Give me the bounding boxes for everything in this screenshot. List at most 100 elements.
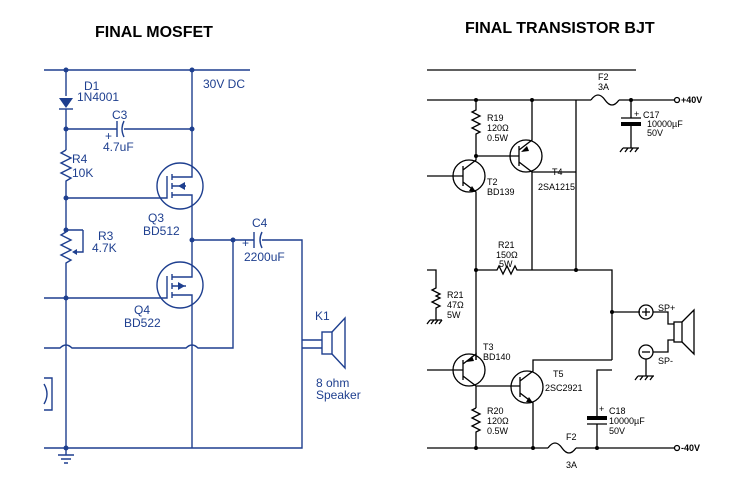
c18-bottom-plate bbox=[587, 423, 607, 448]
r3-wiper-arrow bbox=[72, 249, 77, 255]
k1-value-line2: Speaker bbox=[316, 388, 361, 402]
c4-output-wires bbox=[192, 239, 303, 449]
q3-value: BD512 bbox=[143, 224, 180, 238]
sp-plus-label: SP+ bbox=[658, 303, 675, 313]
c3-value: 4.7uF bbox=[103, 140, 134, 154]
r20-resistor bbox=[470, 407, 482, 448]
f2-top-ref: F2 bbox=[598, 72, 609, 82]
c17-top-plate bbox=[621, 100, 641, 119]
bjt-circuit: FINAL TRANSISTOR BJT F2 3A +40V C17 1000… bbox=[426, 20, 702, 470]
r21-top-value: 150Ω bbox=[496, 250, 518, 260]
plus-rail-label: +40V bbox=[681, 95, 702, 105]
c17-plus: + bbox=[634, 109, 639, 119]
q4-value: BD522 bbox=[124, 316, 161, 330]
r19-value: 120Ω bbox=[487, 123, 509, 133]
t3-value: BD140 bbox=[483, 352, 511, 362]
f2-top-value: 3A bbox=[598, 82, 609, 92]
t3-ref: T3 bbox=[483, 342, 494, 352]
speaker-icon bbox=[673, 308, 695, 356]
t4-value: 2SA1215 bbox=[538, 182, 575, 192]
r20-power: 0.5W bbox=[487, 426, 509, 436]
r19-ref: R19 bbox=[487, 113, 504, 123]
c17-value: 10000µF bbox=[647, 119, 683, 129]
r21-top-resistor bbox=[476, 264, 576, 276]
c18-wire bbox=[596, 369, 612, 416]
r3-resistor bbox=[59, 231, 73, 300]
c18-value: 10000µF bbox=[609, 416, 645, 426]
t4-transistor-symbol bbox=[509, 100, 576, 270]
f2-top-fuse-symbol bbox=[590, 94, 620, 106]
t5-transistor-symbol bbox=[510, 359, 612, 448]
q4-ref: Q4 bbox=[134, 303, 150, 317]
input-connector bbox=[44, 377, 53, 411]
r3-wiper bbox=[74, 230, 84, 253]
feedback-wire bbox=[44, 240, 234, 349]
output-wire bbox=[576, 269, 640, 313]
d1-diode-symbol bbox=[59, 98, 73, 108]
junction bbox=[63, 295, 69, 301]
k1-speaker-symbol bbox=[302, 316, 346, 370]
f2-bottom-ref: F2 bbox=[566, 432, 577, 442]
c3-ref: C3 bbox=[112, 108, 128, 122]
c17-voltage: 50V bbox=[647, 128, 663, 138]
q3-mosfet-symbol bbox=[155, 129, 204, 210]
c4-plate-curved bbox=[259, 231, 263, 249]
r21-top-ref: R21 bbox=[498, 240, 515, 250]
c18-voltage: 50V bbox=[609, 426, 625, 436]
r21-left-value: 47Ω bbox=[447, 300, 464, 310]
c3-plus: + bbox=[105, 129, 112, 143]
t5-ref: T5 bbox=[553, 369, 564, 379]
r21-top-power: 5W bbox=[499, 259, 513, 269]
r4-value: 10K bbox=[72, 166, 93, 180]
junction bbox=[474, 154, 478, 158]
input-connector-curve bbox=[43, 383, 48, 405]
k1-ref: K1 bbox=[315, 309, 330, 323]
r21-left-power: 5W bbox=[447, 310, 461, 320]
mosfet-title: FINAL MOSFET bbox=[95, 24, 213, 41]
minus-terminal bbox=[673, 444, 681, 452]
c17-ref: C17 bbox=[643, 110, 660, 120]
c18-plus: + bbox=[599, 404, 604, 414]
d1-value: 1N4001 bbox=[77, 90, 119, 104]
c18-top-plate bbox=[587, 416, 607, 420]
c4-value: 2200uF bbox=[244, 250, 285, 264]
supply-voltage-label: 30V DC bbox=[203, 77, 245, 91]
speaker-wires bbox=[634, 311, 674, 381]
minus-rail-label: -40V bbox=[681, 443, 700, 453]
c4-plus: + bbox=[242, 236, 249, 250]
mosfet-circuit: FINAL MOSFET 30V DC D1 1N4001 C3 + 4.7uF… bbox=[43, 24, 361, 464]
r3-value: 4.7K bbox=[92, 241, 117, 255]
sp-minus-label: SP- bbox=[658, 356, 673, 366]
c17-bottom-plate bbox=[621, 122, 641, 126]
r21-left-ref: R21 bbox=[447, 290, 464, 300]
t2-transistor-symbol bbox=[427, 156, 486, 270]
c17-ground-icon bbox=[619, 126, 639, 153]
plus-icon bbox=[642, 308, 650, 316]
c18-ref: C18 bbox=[609, 406, 626, 416]
f2-bottom-fuse-symbol bbox=[547, 442, 577, 454]
r20-ref: R20 bbox=[487, 406, 504, 416]
r4-resistor bbox=[59, 149, 73, 232]
c4-ref: C4 bbox=[252, 216, 268, 230]
t3-transistor-symbol bbox=[427, 352, 512, 408]
plus-terminal bbox=[673, 96, 681, 104]
c3-plate-curved bbox=[121, 120, 125, 138]
f2-bottom-value: 3A bbox=[566, 460, 577, 470]
junction bbox=[530, 98, 534, 102]
bjt-title: FINAL TRANSISTOR BJT bbox=[465, 20, 655, 37]
t2-value: BD139 bbox=[487, 187, 515, 197]
r19-power: 0.5W bbox=[487, 133, 509, 143]
r19-resistor bbox=[470, 100, 482, 156]
k1-value-line1: 8 ohm bbox=[316, 376, 349, 390]
r21-left-resistor bbox=[426, 269, 443, 325]
r3-ref: R3 bbox=[98, 229, 114, 243]
d1-ref: D1 bbox=[84, 79, 100, 93]
junction bbox=[531, 446, 535, 450]
r4-ref: R4 bbox=[72, 152, 88, 166]
junction bbox=[610, 310, 614, 314]
junction bbox=[474, 446, 478, 450]
q3-ref: Q3 bbox=[148, 211, 164, 225]
q4-mosfet-symbol bbox=[44, 261, 204, 310]
t4-ref: T4 bbox=[552, 167, 563, 177]
